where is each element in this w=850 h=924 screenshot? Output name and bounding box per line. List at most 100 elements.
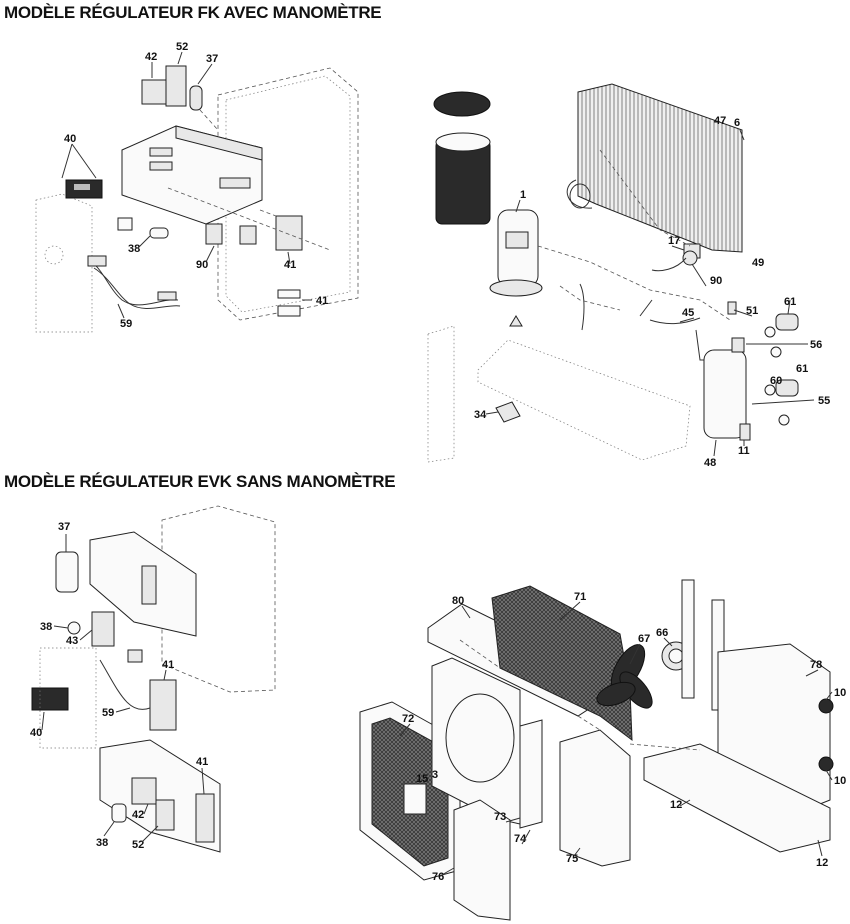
compressor-jacket [435,139,491,225]
evk-control-panel-group [31,505,276,853]
callout-ref: 11 [738,445,750,457]
callout-evk: 42 [132,809,144,821]
fan-opening [445,693,515,783]
controller-board-41 [275,215,303,251]
callout-ref: 6 [734,117,740,129]
fk-control-panel-group [35,65,359,333]
compressor-foot [509,315,523,327]
coil-loop [569,183,591,209]
callout-fk: 59 [120,318,132,330]
callout-fk: 41 [284,259,296,271]
heading-fk-model: MODÈLE RÉGULATEUR FK AVEC MANOMÈTRE [4,3,382,22]
wiring-harness-59 [91,261,179,306]
callout-fk: 41 [316,295,328,307]
motor-support [681,579,695,699]
callout-evk: 59 [102,707,114,719]
evk-terminal-strip [141,565,157,605]
callout-casing: 78 [810,659,822,671]
washer-61 [764,326,776,338]
contactor-42 [141,79,169,105]
callout-casing: 10 [834,775,846,787]
callout-evk: 38 [96,837,108,849]
callout-fk: 90 [196,259,208,271]
controller-board-41 [149,679,177,731]
capacitor-37 [189,85,203,111]
callout-evk: 43 [66,635,78,647]
refrigeration-group [427,83,799,463]
callout-evk: 40 [30,727,42,739]
contactor-42 [131,777,157,805]
callout-fk: 40 [64,133,76,145]
callout-ref: 56 [810,339,822,351]
fk-front-cover [35,193,93,333]
compressor-terminal [505,231,529,249]
fk-leader-lines [61,51,312,319]
callout-ref: 47 [714,115,726,127]
relay [127,649,143,663]
display-panel-15 [403,783,427,815]
condenser-coil [577,83,743,253]
fk-control-box-top [175,125,263,161]
base-tray-12 [643,743,831,853]
controller-board-41 [195,793,215,843]
callout-evk: 37 [58,521,70,533]
callout-ref: 51 [746,305,758,317]
callout-casing: 3 [432,769,438,781]
capillary-tubes [579,257,687,331]
fk-side-panel [217,67,359,321]
callout-casing: 74 [514,833,527,845]
wiring-harness-59 [93,267,181,309]
mounting-bracket-41 [277,289,301,299]
casing-assembly-guides [459,639,701,751]
callout-fk: 37 [206,53,218,65]
fitting-10 [818,698,834,714]
front-lower-panel-76 [453,799,511,921]
fitting-51 [727,301,737,315]
callout-ref: 55 [818,395,830,407]
callout-ref: 1 [520,189,526,201]
fk-cover-hole [44,245,64,265]
capacitor-38 [111,803,127,823]
callout-casing: 10 [834,687,846,699]
fan-blade [596,681,636,707]
callout-casing: 80 [452,595,464,607]
callout-ref: 90 [710,275,722,287]
callout-evk: 52 [132,839,144,851]
callout-casing: 66 [656,627,668,639]
callout-fk: 38 [128,243,140,255]
fitting-10 [818,756,834,772]
fk-assembly-guides [167,109,331,251]
contactor-43 [91,611,115,647]
washer-60 [764,384,776,396]
fan-67 [596,644,653,709]
capacitor-37 [55,551,79,593]
callout-ref: 45 [682,307,694,319]
base-plate [477,339,691,461]
refrigerant-piping [537,149,731,321]
callout-evk: 38 [40,621,52,633]
cable-59 [99,659,151,710]
callout-casing: 75 [566,853,578,865]
callout-ref: 49 [752,257,764,269]
washer [770,346,782,358]
fan-motor-hub [668,648,684,664]
callout-casing: 76 [432,871,444,883]
casing-group [359,579,834,921]
ref-leader-lines [485,129,815,457]
callout-ref: 48 [704,457,716,469]
callout-fk: 52 [176,41,188,53]
pressure-switch-90 [682,250,698,266]
heading-evk-model: MODÈLE RÉGULATEUR EVK SANS MANOMÈTRE [4,472,396,491]
terminal-block-90 [205,223,223,245]
sensor-lead-45 [649,317,701,325]
terminal-block-90 [239,225,257,245]
compressor-jacket-top [435,132,491,152]
evk-side-panel [161,505,276,693]
callout-casing: 67 [638,633,650,645]
exchanger-port-11 [739,423,751,441]
callout-casing: 15 [416,773,428,785]
relay-52 [155,799,175,831]
casing-leader-lines [399,601,833,877]
fk-terminal-strip [219,177,251,189]
